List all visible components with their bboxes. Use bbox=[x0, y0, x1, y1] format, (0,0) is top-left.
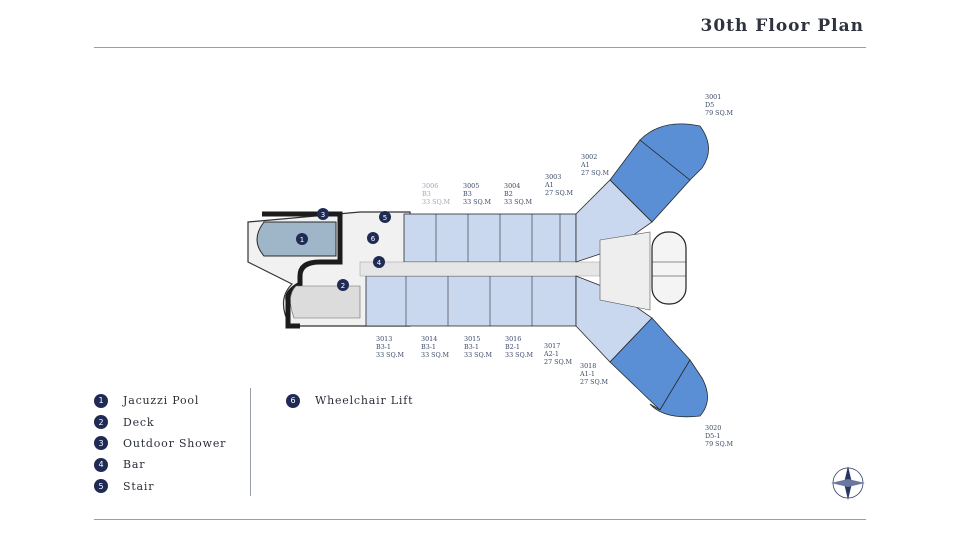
unit-label-3003: 3003 A1 27 SQ.M bbox=[545, 173, 574, 197]
legend-label: Outdoor Shower bbox=[123, 436, 227, 450]
legend-item: 2 Deck bbox=[94, 411, 226, 432]
legend-item: 3 Outdoor Shower bbox=[94, 433, 226, 454]
unit-label-3015: 3015 B3-1 33 SQ.M bbox=[464, 335, 493, 359]
deck bbox=[290, 285, 361, 319]
unit-label-3002: 3002 A1 27 SQ.M bbox=[581, 153, 610, 177]
compass-icon bbox=[831, 466, 865, 500]
legend-item: 6 Wheelchair Lift bbox=[286, 390, 413, 411]
svg-text:1: 1 bbox=[300, 236, 304, 244]
legend-divider bbox=[250, 388, 251, 496]
unit-label-3004: 3004 B2 33 SQ.M bbox=[504, 182, 533, 206]
legend-item: 4 Bar bbox=[94, 454, 226, 475]
bottom-divider bbox=[94, 519, 866, 520]
unit-label-3017: 3017 A2-1 27 SQ.M bbox=[544, 342, 573, 366]
legend-label: Jacuzzi Pool bbox=[123, 394, 200, 408]
legend-secondary: 6 Wheelchair Lift bbox=[286, 390, 413, 411]
corridor bbox=[359, 261, 601, 277]
legend: 1 Jacuzzi Pool 2 Deck 3 Outdoor Shower 4… bbox=[94, 390, 226, 497]
core-area bbox=[599, 231, 687, 311]
plan-markers: 1 2 3 4 5 6 bbox=[296, 208, 391, 291]
legend-item: 5 Stair bbox=[94, 476, 226, 497]
svg-text:2: 2 bbox=[341, 282, 345, 290]
legend-label: Stair bbox=[123, 479, 155, 493]
unit-label-3001: 3001 D5 79 SQ.M bbox=[705, 93, 734, 117]
upper-diagonal-wing bbox=[575, 123, 709, 263]
legend-label: Deck bbox=[123, 415, 155, 429]
legend-badge: 6 bbox=[286, 393, 300, 408]
unit-label-3006: 3006 B3 33 SQ.M bbox=[422, 182, 451, 206]
unit-label-3018: 3018 A1-1 27 SQ.M bbox=[580, 362, 609, 386]
lower-diagonal-wing bbox=[575, 275, 708, 418]
unit-label-3005: 3005 B3 33 SQ.M bbox=[463, 182, 492, 206]
legend-badge: 1 bbox=[94, 393, 108, 408]
unit-label-3020: 3020 D5-1 79 SQ.M bbox=[705, 424, 734, 448]
lower-wing bbox=[365, 275, 577, 327]
legend-badge: 2 bbox=[94, 415, 108, 430]
unit-label-3014: 3014 B3-1 33 SQ.M bbox=[421, 335, 450, 359]
legend-badge: 4 bbox=[94, 457, 108, 472]
unit-label-3016: 3016 B2-1 33 SQ.M bbox=[505, 335, 534, 359]
legend-item: 1 Jacuzzi Pool bbox=[94, 390, 226, 411]
unit-label-3013: 3013 B3-1 33 SQ.M bbox=[376, 335, 405, 359]
svg-text:5: 5 bbox=[383, 214, 387, 222]
legend-badge: 3 bbox=[94, 436, 108, 451]
page-title: 30th Floor Plan bbox=[700, 16, 864, 36]
svg-text:3: 3 bbox=[321, 211, 325, 219]
upper-wing bbox=[403, 213, 577, 263]
legend-badge: 5 bbox=[94, 479, 108, 494]
svg-text:4: 4 bbox=[377, 259, 382, 267]
svg-text:6: 6 bbox=[371, 235, 376, 243]
top-divider bbox=[94, 47, 866, 48]
legend-label: Bar bbox=[123, 458, 146, 472]
legend-label: Wheelchair Lift bbox=[315, 394, 414, 408]
